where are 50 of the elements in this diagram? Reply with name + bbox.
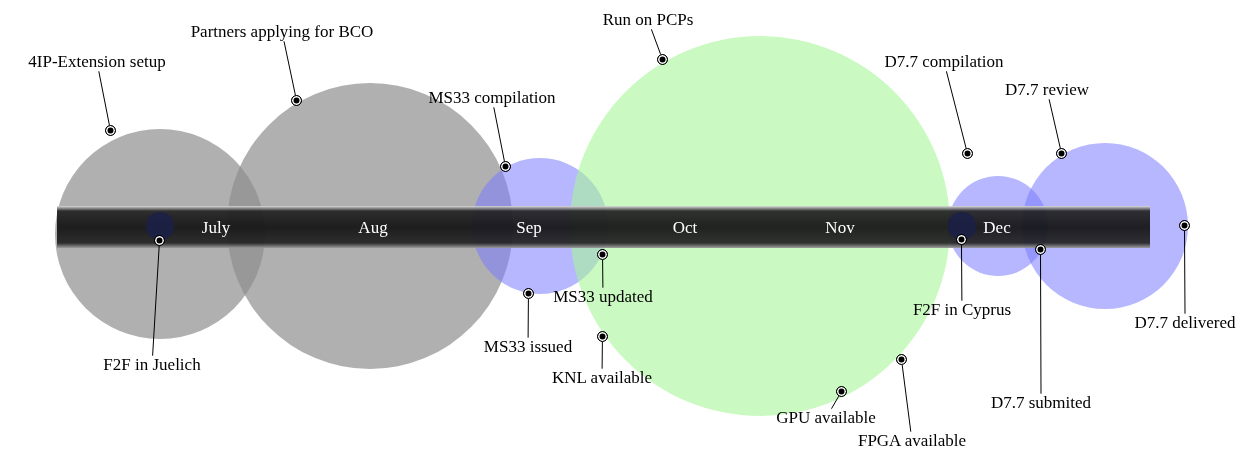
event-label: D7.7 review: [1005, 80, 1089, 100]
marker-dot: [962, 148, 973, 159]
marker-dot: [597, 331, 608, 342]
event-label: F2F in Cyprus: [912, 300, 1012, 320]
event-label: D7.7 delivered: [1134, 313, 1236, 333]
event-label: F2F in Juelich: [103, 355, 201, 375]
marker-dot: [597, 249, 608, 260]
marker-dot: [105, 125, 116, 136]
marker-dot: [1179, 220, 1190, 231]
event-label: 4IP-Extension setup: [28, 52, 166, 72]
event-label: Run on PCPs: [602, 10, 694, 30]
month-label: Aug: [358, 218, 388, 238]
event-label: D7.7 compilation: [884, 52, 1004, 72]
leader-line: [602, 259, 604, 289]
month-label: Oct: [672, 218, 698, 238]
marker-dot: [523, 288, 534, 299]
event-label: KNL available: [552, 368, 652, 388]
event-label: MS33 updated: [553, 287, 653, 307]
marker-dot: [291, 95, 302, 106]
marker-dot: [836, 386, 847, 397]
event-label: D7.7 submited: [990, 393, 1092, 413]
leader-line: [493, 106, 505, 162]
leader-line: [831, 395, 840, 410]
event-label: GPU available: [776, 408, 876, 428]
leader-line: [601, 341, 603, 370]
leader-line: [945, 70, 967, 149]
leader-line: [1048, 98, 1061, 149]
leader-line: [650, 28, 662, 55]
marker-dot: [1056, 148, 1067, 159]
marker-dot: [154, 235, 165, 246]
leader-line: [98, 70, 110, 126]
marker-dot: [657, 54, 668, 65]
leader-line: [527, 298, 529, 339]
event-label: Partners applying for BCO: [190, 22, 374, 42]
marker-dot: [500, 161, 511, 172]
marker-dot: [896, 354, 907, 365]
event-label: MS33 issued: [483, 337, 573, 357]
month-label: July: [201, 218, 231, 238]
event-label: FPGA available: [857, 431, 967, 451]
month-label: Sep: [516, 218, 542, 238]
month-label: Dec: [983, 218, 1011, 238]
leader-line: [152, 245, 160, 357]
event-label: MS33 compilation: [428, 88, 556, 108]
leader-line: [1040, 254, 1042, 395]
leader-line: [901, 364, 912, 433]
marker-dot: [1035, 244, 1046, 255]
month-label: Nov: [825, 218, 855, 238]
leader-line: [1184, 230, 1186, 315]
leader-line: [283, 40, 296, 96]
marker-dot: [956, 234, 967, 245]
